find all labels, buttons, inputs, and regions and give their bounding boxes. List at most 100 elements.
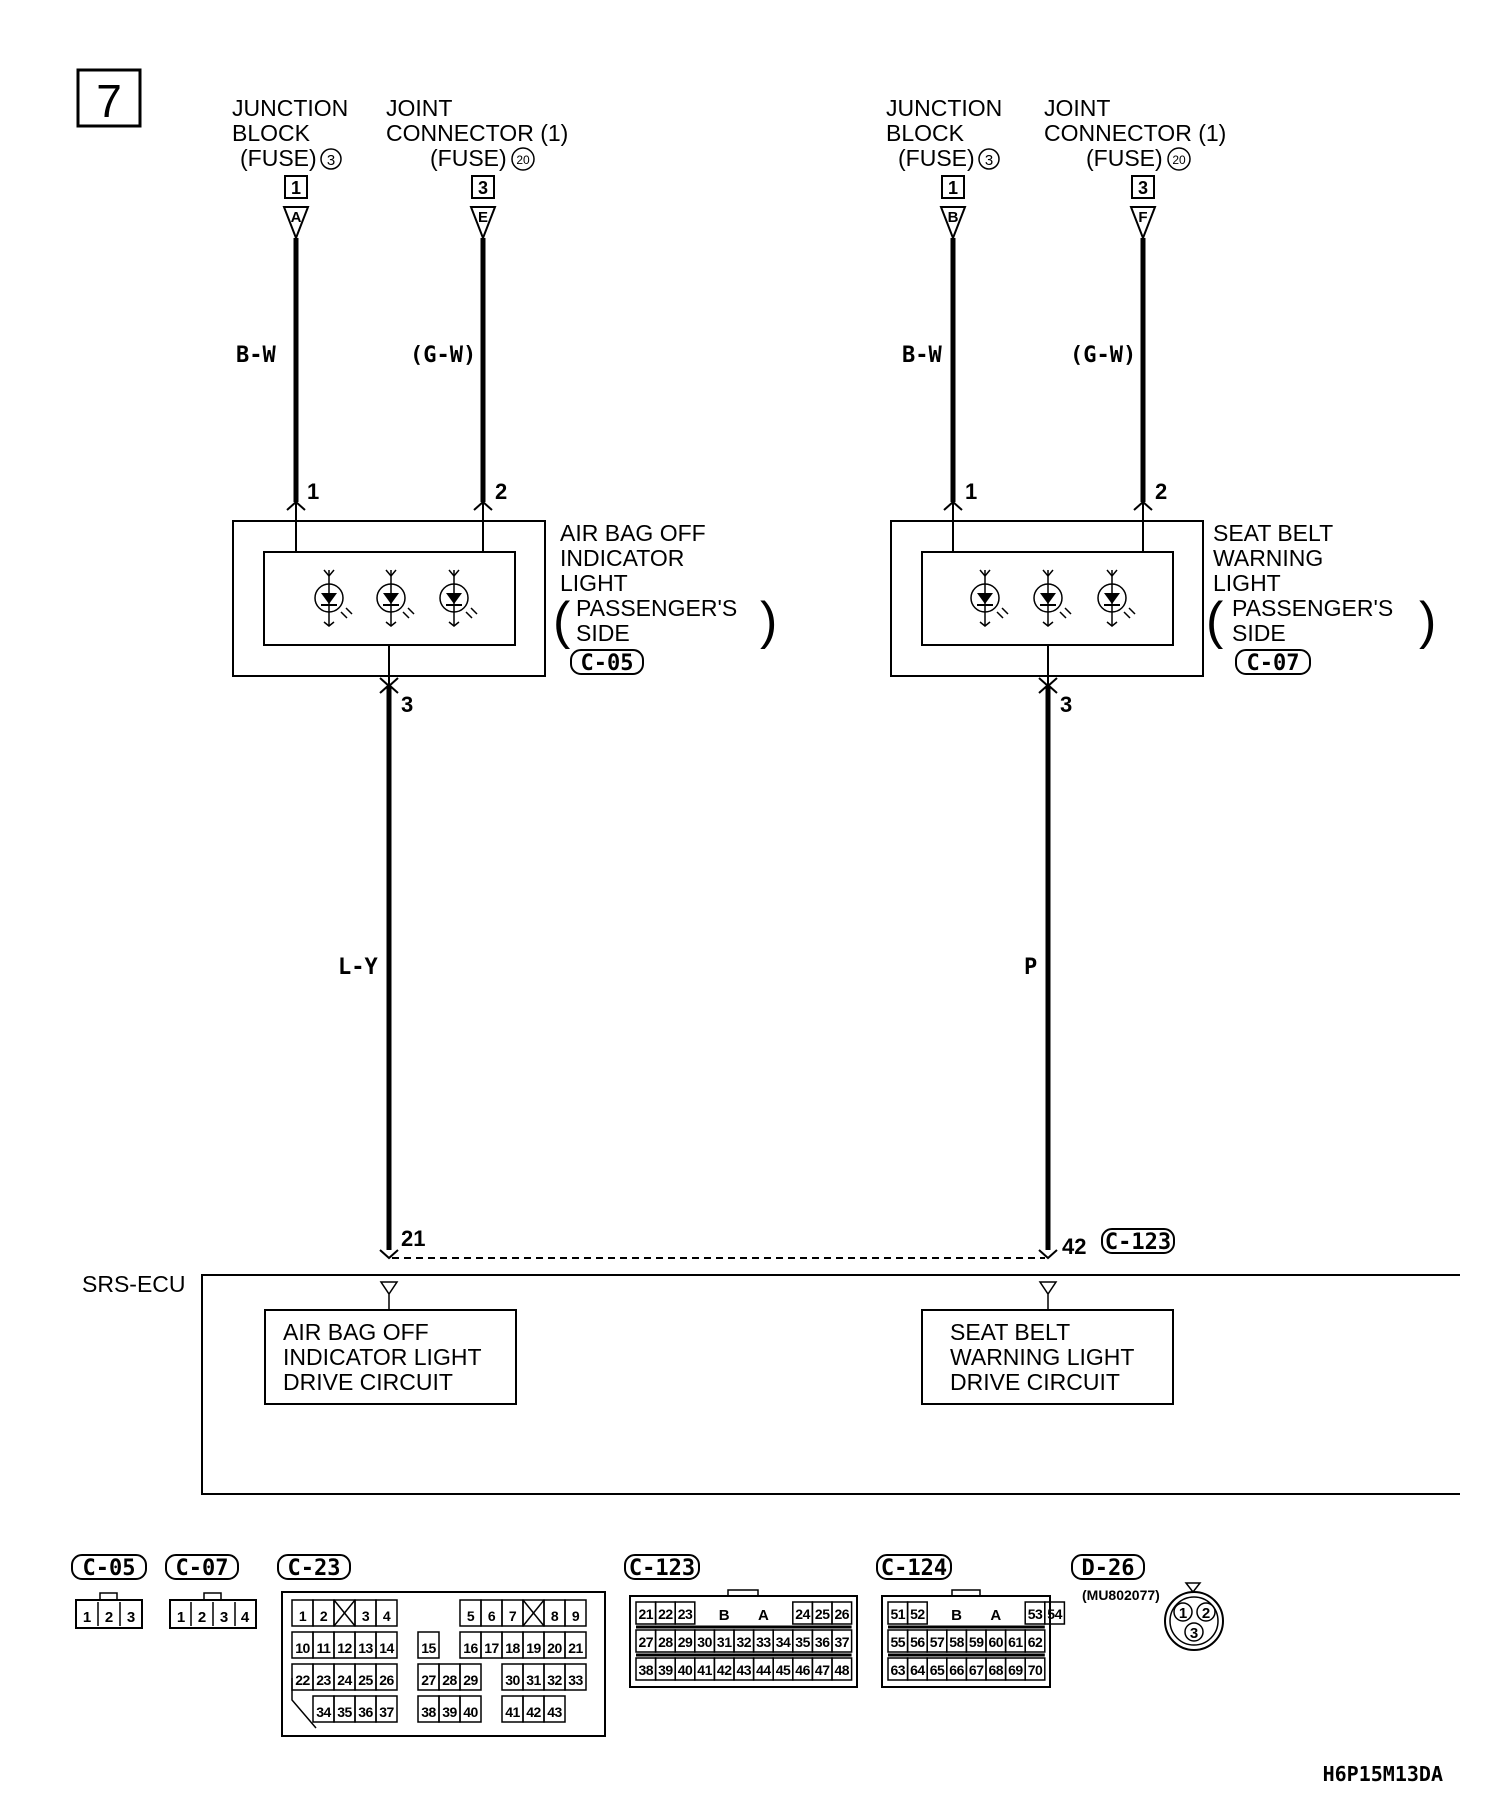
pin-label: 31 (717, 1634, 732, 1650)
pin-number: 3 (1060, 692, 1072, 717)
pin-label: 40 (463, 1704, 478, 1720)
pin-label: 9 (572, 1608, 580, 1624)
connector-number: 3 (478, 178, 488, 198)
wire-color-label: P (1024, 955, 1037, 980)
pin-label: 64 (910, 1662, 925, 1678)
fuse-number-circle (511, 147, 535, 171)
pin-label: 34 (316, 1704, 331, 1720)
pin-label: 63 (891, 1662, 906, 1678)
pin-label: 15 (421, 1640, 436, 1656)
pin-cell (375, 1599, 398, 1627)
connector-tag: C-07 (1247, 651, 1300, 676)
pin-label: 33 (756, 1634, 771, 1650)
pin-label: 42 (717, 1662, 732, 1678)
ref-tag-triangle (469, 206, 497, 241)
pin-label: 1 (299, 1608, 307, 1624)
component-paren-2: SIDE (1232, 620, 1286, 646)
pin-label: 54 (1047, 1606, 1062, 1622)
left-source1-line2: BLOCK (232, 120, 311, 146)
connector-d26: D-26 (MU802077) 1 2 3 (1071, 1554, 1224, 1651)
pin-label: 6 (488, 1608, 496, 1624)
figure-code: H6P15M13DA (1323, 1762, 1443, 1786)
right-circuit: JUNCTION BLOCK (FUSE) 3 1 B B-W 1 JOINT … (886, 95, 1436, 1260)
paren-open: ( (1206, 592, 1224, 650)
pin-number: 1 (307, 479, 319, 504)
pin-label: 35 (795, 1634, 810, 1650)
component-label-3: LIGHT (1213, 570, 1281, 596)
ref-tag-letter: E (478, 209, 488, 226)
blank-pin-mark (522, 1599, 545, 1627)
pin-label: 17 (484, 1640, 499, 1656)
connector-face (629, 1595, 858, 1688)
fuse-number: 3 (327, 152, 335, 169)
ref-tag-letter: F (1138, 209, 1147, 226)
led-icon (439, 569, 478, 627)
pin-label: 42 (526, 1704, 541, 1720)
connector-tag-box (71, 1554, 147, 1580)
ecu-outline (201, 1274, 1460, 1495)
pin-label: 18 (505, 1640, 520, 1656)
pin-label: 27 (639, 1634, 654, 1650)
pin-cell (831, 1601, 853, 1625)
pin-cell (375, 1695, 398, 1723)
pin-label: 66 (949, 1662, 964, 1678)
connector-number-box (1131, 175, 1155, 199)
ecu-block-airbag (264, 1309, 517, 1405)
pin-label: 39 (442, 1704, 457, 1720)
pin-arrow (1133, 500, 1153, 552)
pin-label: 45 (776, 1662, 791, 1678)
wire-color-label: L-Y (338, 955, 378, 980)
ecu-input-marker (379, 1281, 399, 1310)
pin-cell (417, 1631, 440, 1659)
component-label-1: AIR BAG OFF (560, 520, 706, 546)
left-source2-line2: CONNECTOR (1) (386, 120, 568, 146)
pin-label: 30 (697, 1634, 712, 1650)
pin-label: 48 (835, 1662, 850, 1678)
wire-color-label: (G-W) (410, 343, 476, 368)
ref-tag-triangle (1129, 206, 1157, 241)
pin-label: 24 (795, 1606, 810, 1622)
right-source2-line3: (FUSE) (1086, 145, 1163, 171)
pin-label: 41 (505, 1704, 520, 1720)
pin-label: 36 (815, 1634, 830, 1650)
component-label-1: SEAT BELT (1213, 520, 1333, 546)
pin-label: 27 (421, 1672, 436, 1688)
connector-number: 1 (291, 178, 301, 198)
led-icon (970, 569, 1009, 627)
fuse-number-circle (320, 148, 342, 170)
fuse-number: 3 (985, 152, 993, 169)
pin-arrow (379, 645, 399, 688)
pin-number: 42 (1062, 1234, 1086, 1259)
fuse-number: 20 (1172, 153, 1186, 167)
component-paren-1: PASSENGER'S (1232, 595, 1393, 621)
pin-label: 25 (358, 1672, 373, 1688)
pin-label: 21 (568, 1640, 583, 1656)
pin-label: 57 (930, 1634, 945, 1650)
right-source1-line1: JUNCTION (886, 95, 1002, 121)
pin-cell (674, 1601, 696, 1625)
pin-label: 3 (1190, 1625, 1198, 1642)
right-source1-line3: (FUSE) (898, 145, 975, 171)
pin-label: 29 (678, 1634, 693, 1650)
pin-arrow (943, 500, 963, 552)
component-label-3: LIGHT (560, 570, 628, 596)
connector-tag: C-123 (1105, 1230, 1171, 1255)
pin-cell (1024, 1629, 1046, 1653)
pin-label: 53 (1028, 1606, 1043, 1622)
connector-tag-box (876, 1554, 952, 1580)
pin-label: 41 (697, 1662, 712, 1678)
left-circuit: JUNCTION BLOCK (FUSE) 3 1 A B-W 1 JOINT … (232, 95, 777, 1260)
pin-label: 14 (379, 1640, 394, 1656)
ecu-block-seatbelt (921, 1309, 1174, 1405)
right-source2-line2: CONNECTOR (1) (1044, 120, 1226, 146)
led-icon (314, 569, 353, 627)
pin-label: 22 (658, 1606, 673, 1622)
pin-label: 38 (639, 1662, 654, 1678)
wire-color-label: B-W (902, 343, 942, 368)
pin-label: 32 (737, 1634, 752, 1650)
connector-tag: C-07 (176, 1556, 229, 1581)
